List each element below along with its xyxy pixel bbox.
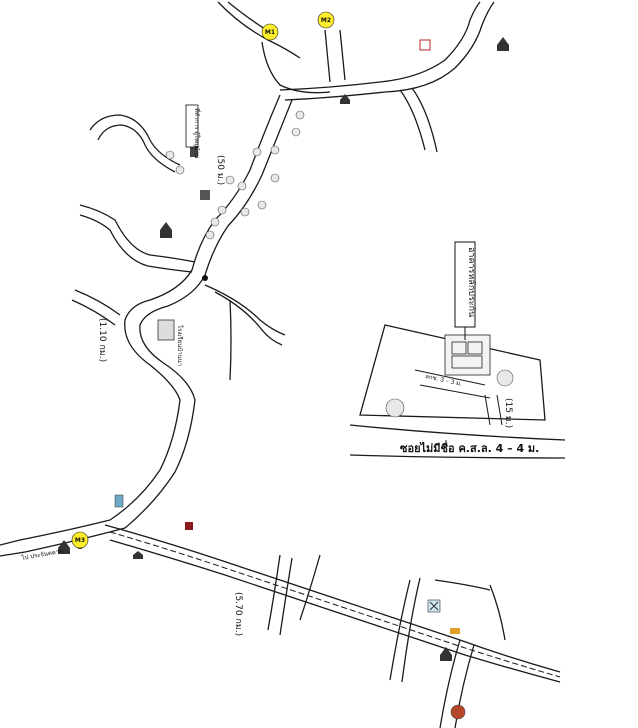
poi-dot: [202, 275, 208, 281]
road-m1-branch: [261, 41, 331, 94]
marker-m3-label: M3: [75, 537, 85, 544]
tree: [165, 150, 175, 160]
school-label: โรงเรียนบ้านนา: [176, 325, 184, 366]
inset-site-plan: อาคารหลักประกัน ลกซ. 3 – 3 ม. (15 ม.) ซอ…: [349, 241, 566, 459]
road-m2-edge: [339, 29, 346, 81]
tree: [270, 173, 280, 183]
tree: [295, 110, 305, 120]
distance-label-110km: (1.10 กม.): [97, 318, 107, 362]
office-label: ที่ทำการ ผู้ใหญ่บ้าน: [193, 108, 201, 158]
temple-icon: [58, 540, 70, 554]
landmark-icon: [450, 704, 466, 720]
subject-room-1: [451, 341, 467, 355]
road-highway-edge: [109, 539, 561, 683]
inset-distance-label: (15 ม.): [503, 398, 513, 428]
road-right-branch-edge: [411, 87, 438, 153]
road-left-mid: [79, 204, 196, 263]
tree: [205, 230, 215, 240]
marker-m3[interactable]: M3: [71, 531, 89, 549]
tree: [270, 145, 280, 155]
road-right-branch: [399, 89, 426, 151]
inset-driveway: [484, 394, 503, 426]
subject-room-3: [451, 355, 483, 369]
tree: [175, 165, 185, 175]
inset-main-soi: [349, 424, 566, 441]
to-left-label: ไป ประจันตคาม: [20, 547, 64, 562]
inset-tree-1: [496, 369, 514, 387]
marker-m1-label: M1: [265, 29, 275, 36]
road-main-west-edge: [0, 99, 293, 557]
road-left-loop-edge: [97, 124, 176, 173]
poi-red-icon: [185, 522, 193, 530]
subject-building-outline: [444, 334, 491, 376]
railway-line: [109, 531, 561, 678]
road-south-edge: [454, 644, 475, 728]
marker-m3-circle: [71, 531, 89, 549]
temple-icon: [497, 37, 509, 51]
house-icon: [133, 551, 143, 559]
school-icon: [157, 319, 175, 341]
road-cross-1: [267, 554, 281, 631]
office-label-box: [185, 104, 199, 148]
road-school-branch: [204, 284, 286, 336]
marker-m2[interactable]: M2: [317, 11, 335, 29]
subject-label: อาคารหลักประกัน: [466, 247, 476, 317]
road-cross-3-edge: [401, 577, 421, 683]
road-left-lower: [74, 289, 121, 316]
school-x-mark: [429, 601, 439, 611]
temple-icon: [340, 94, 350, 104]
tree: [217, 205, 227, 215]
road-main-west: [0, 94, 281, 546]
marker-m2-label: M2: [321, 17, 331, 24]
road-left-mid-edge: [79, 214, 193, 273]
trees: [165, 110, 305, 240]
road-upper-main-edge: [284, 1, 495, 101]
tree: [240, 207, 250, 217]
building-icon: [200, 190, 210, 200]
tree: [252, 147, 262, 157]
sign-icon: [450, 628, 460, 634]
distance-label-570km: (5.70 กม.): [233, 592, 243, 636]
tree: [237, 181, 247, 191]
tree: [210, 217, 220, 227]
tower-icon: [114, 494, 124, 508]
road-network: [0, 1, 561, 728]
road-right-down: [489, 584, 506, 641]
road-cross-1-edge: [279, 557, 293, 636]
road-top-left: [217, 1, 301, 59]
tree: [291, 127, 301, 137]
inset-main-soi-edge: [349, 454, 566, 459]
road-cross-2: [299, 554, 321, 621]
marker-m2-circle: [317, 11, 335, 29]
road-m2: [324, 29, 331, 83]
tree: [257, 200, 267, 210]
road-left-lower-edge: [71, 299, 116, 326]
inset-lane: [414, 369, 491, 399]
road-cross-3: [389, 579, 411, 681]
road-school-down: [229, 299, 232, 381]
subject-room-2: [467, 341, 483, 355]
road-right-spur: [434, 579, 491, 591]
office-building-icon: [190, 145, 198, 157]
tree: [225, 175, 235, 185]
road-school-branch-edge: [214, 291, 283, 346]
distance-label-50m: (50 ม.): [215, 155, 225, 185]
temple-icon: [160, 222, 172, 238]
inset-tree-2: [385, 398, 405, 418]
road-highway: [104, 524, 561, 673]
road-left-loop: [89, 114, 181, 166]
road-upper-main: [279, 1, 481, 91]
inset-soi-label: ซอยไม่มีชื่อ ค.ส.ล. 4 – 4 ม.: [400, 440, 539, 455]
road-south: [439, 639, 461, 728]
hospital-icon: [419, 39, 431, 51]
marker-m1-circle: [261, 23, 279, 41]
points-of-interest: ที่ทำการ ผู้ใหญ่บ้าน โรงเรียนบ้านนา: [58, 37, 509, 720]
temple-icon: [440, 647, 452, 661]
marker-m1[interactable]: M1: [261, 23, 279, 41]
